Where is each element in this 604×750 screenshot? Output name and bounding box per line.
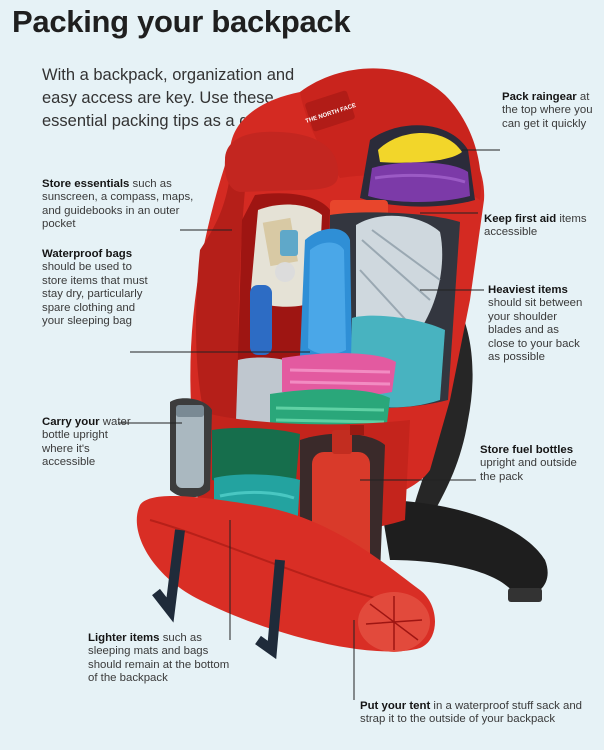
tip-tent-bold: Put your tent bbox=[360, 700, 431, 712]
tip-water-bottle: Carry your water bottle upright where it… bbox=[42, 416, 142, 470]
tip-fuel: Store fuel bottles upright and outside t… bbox=[480, 444, 590, 484]
tip-raingear-bold: Pack raingear bbox=[502, 91, 577, 103]
clothing-pink bbox=[282, 353, 396, 398]
tip-heaviest: Heaviest items should sit between your s… bbox=[488, 284, 588, 364]
water-bottle bbox=[176, 410, 204, 488]
compass bbox=[280, 230, 298, 256]
intro-text: With a backpack, organization and easy a… bbox=[42, 66, 295, 130]
hip-belt bbox=[380, 500, 548, 596]
tip-first-aid-text: items accessible bbox=[484, 213, 587, 239]
tip-fuel-text: upright and outside the pack bbox=[480, 457, 577, 483]
tip-tent-text: in a waterproof stuff sack and strap it … bbox=[360, 700, 582, 726]
tip-essentials: Store essentials such as sunscreen, a co… bbox=[42, 178, 202, 232]
tip-lighter-items-text: such as sleeping mats and bags should re… bbox=[88, 632, 230, 685]
tip-essentials-bold: Store essentials bbox=[42, 178, 130, 190]
compression-strap bbox=[152, 529, 185, 623]
buckle bbox=[508, 588, 542, 602]
tip-fuel-bold: Store fuel bottles bbox=[480, 444, 574, 456]
tip-heaviest-bold: Heaviest items bbox=[488, 284, 568, 296]
tip-raingear-text: at the top where you can get it quickly bbox=[502, 91, 593, 130]
sunscreen bbox=[250, 285, 272, 355]
raingear-yellow bbox=[378, 133, 462, 163]
sleeping-bag-dark bbox=[212, 427, 300, 485]
tip-heaviest-text: should sit between your shoulder blades … bbox=[488, 297, 583, 364]
tip-waterproof-bold: Waterproof bags bbox=[42, 248, 133, 260]
lid-pocket bbox=[224, 131, 339, 192]
callout-lines bbox=[118, 149, 500, 700]
tip-first-aid-bold: Keep first aid bbox=[484, 213, 557, 225]
page-title: Packing your backpack bbox=[12, 4, 351, 39]
tip-first-aid: Keep first aid items accessible bbox=[484, 213, 594, 240]
tip-tent: Put your tent in a waterproof stuff sack… bbox=[360, 700, 584, 727]
tip-essentials-text: such as sunscreen, a compass, maps, and … bbox=[42, 178, 194, 231]
tip-water-bottle-text: water bottle upright where it's accessib… bbox=[42, 416, 131, 469]
raingear-purple bbox=[368, 162, 470, 202]
tip-waterproof-text: should be used to store items that must … bbox=[42, 261, 148, 328]
waterproof-bag-clear bbox=[356, 215, 443, 339]
tip-lighter-items-bold: Lighter items bbox=[88, 632, 160, 644]
tip-raingear: Pack raingear at the top where you can g… bbox=[502, 91, 600, 131]
tip-waterproof: Waterproof bags should be used to store … bbox=[42, 248, 160, 328]
brand-patch bbox=[305, 90, 355, 132]
tip-lighter-items: Lighter items such as sleeping mats and … bbox=[88, 632, 238, 686]
tip-water-bottle-bold: Carry your bbox=[42, 416, 100, 428]
